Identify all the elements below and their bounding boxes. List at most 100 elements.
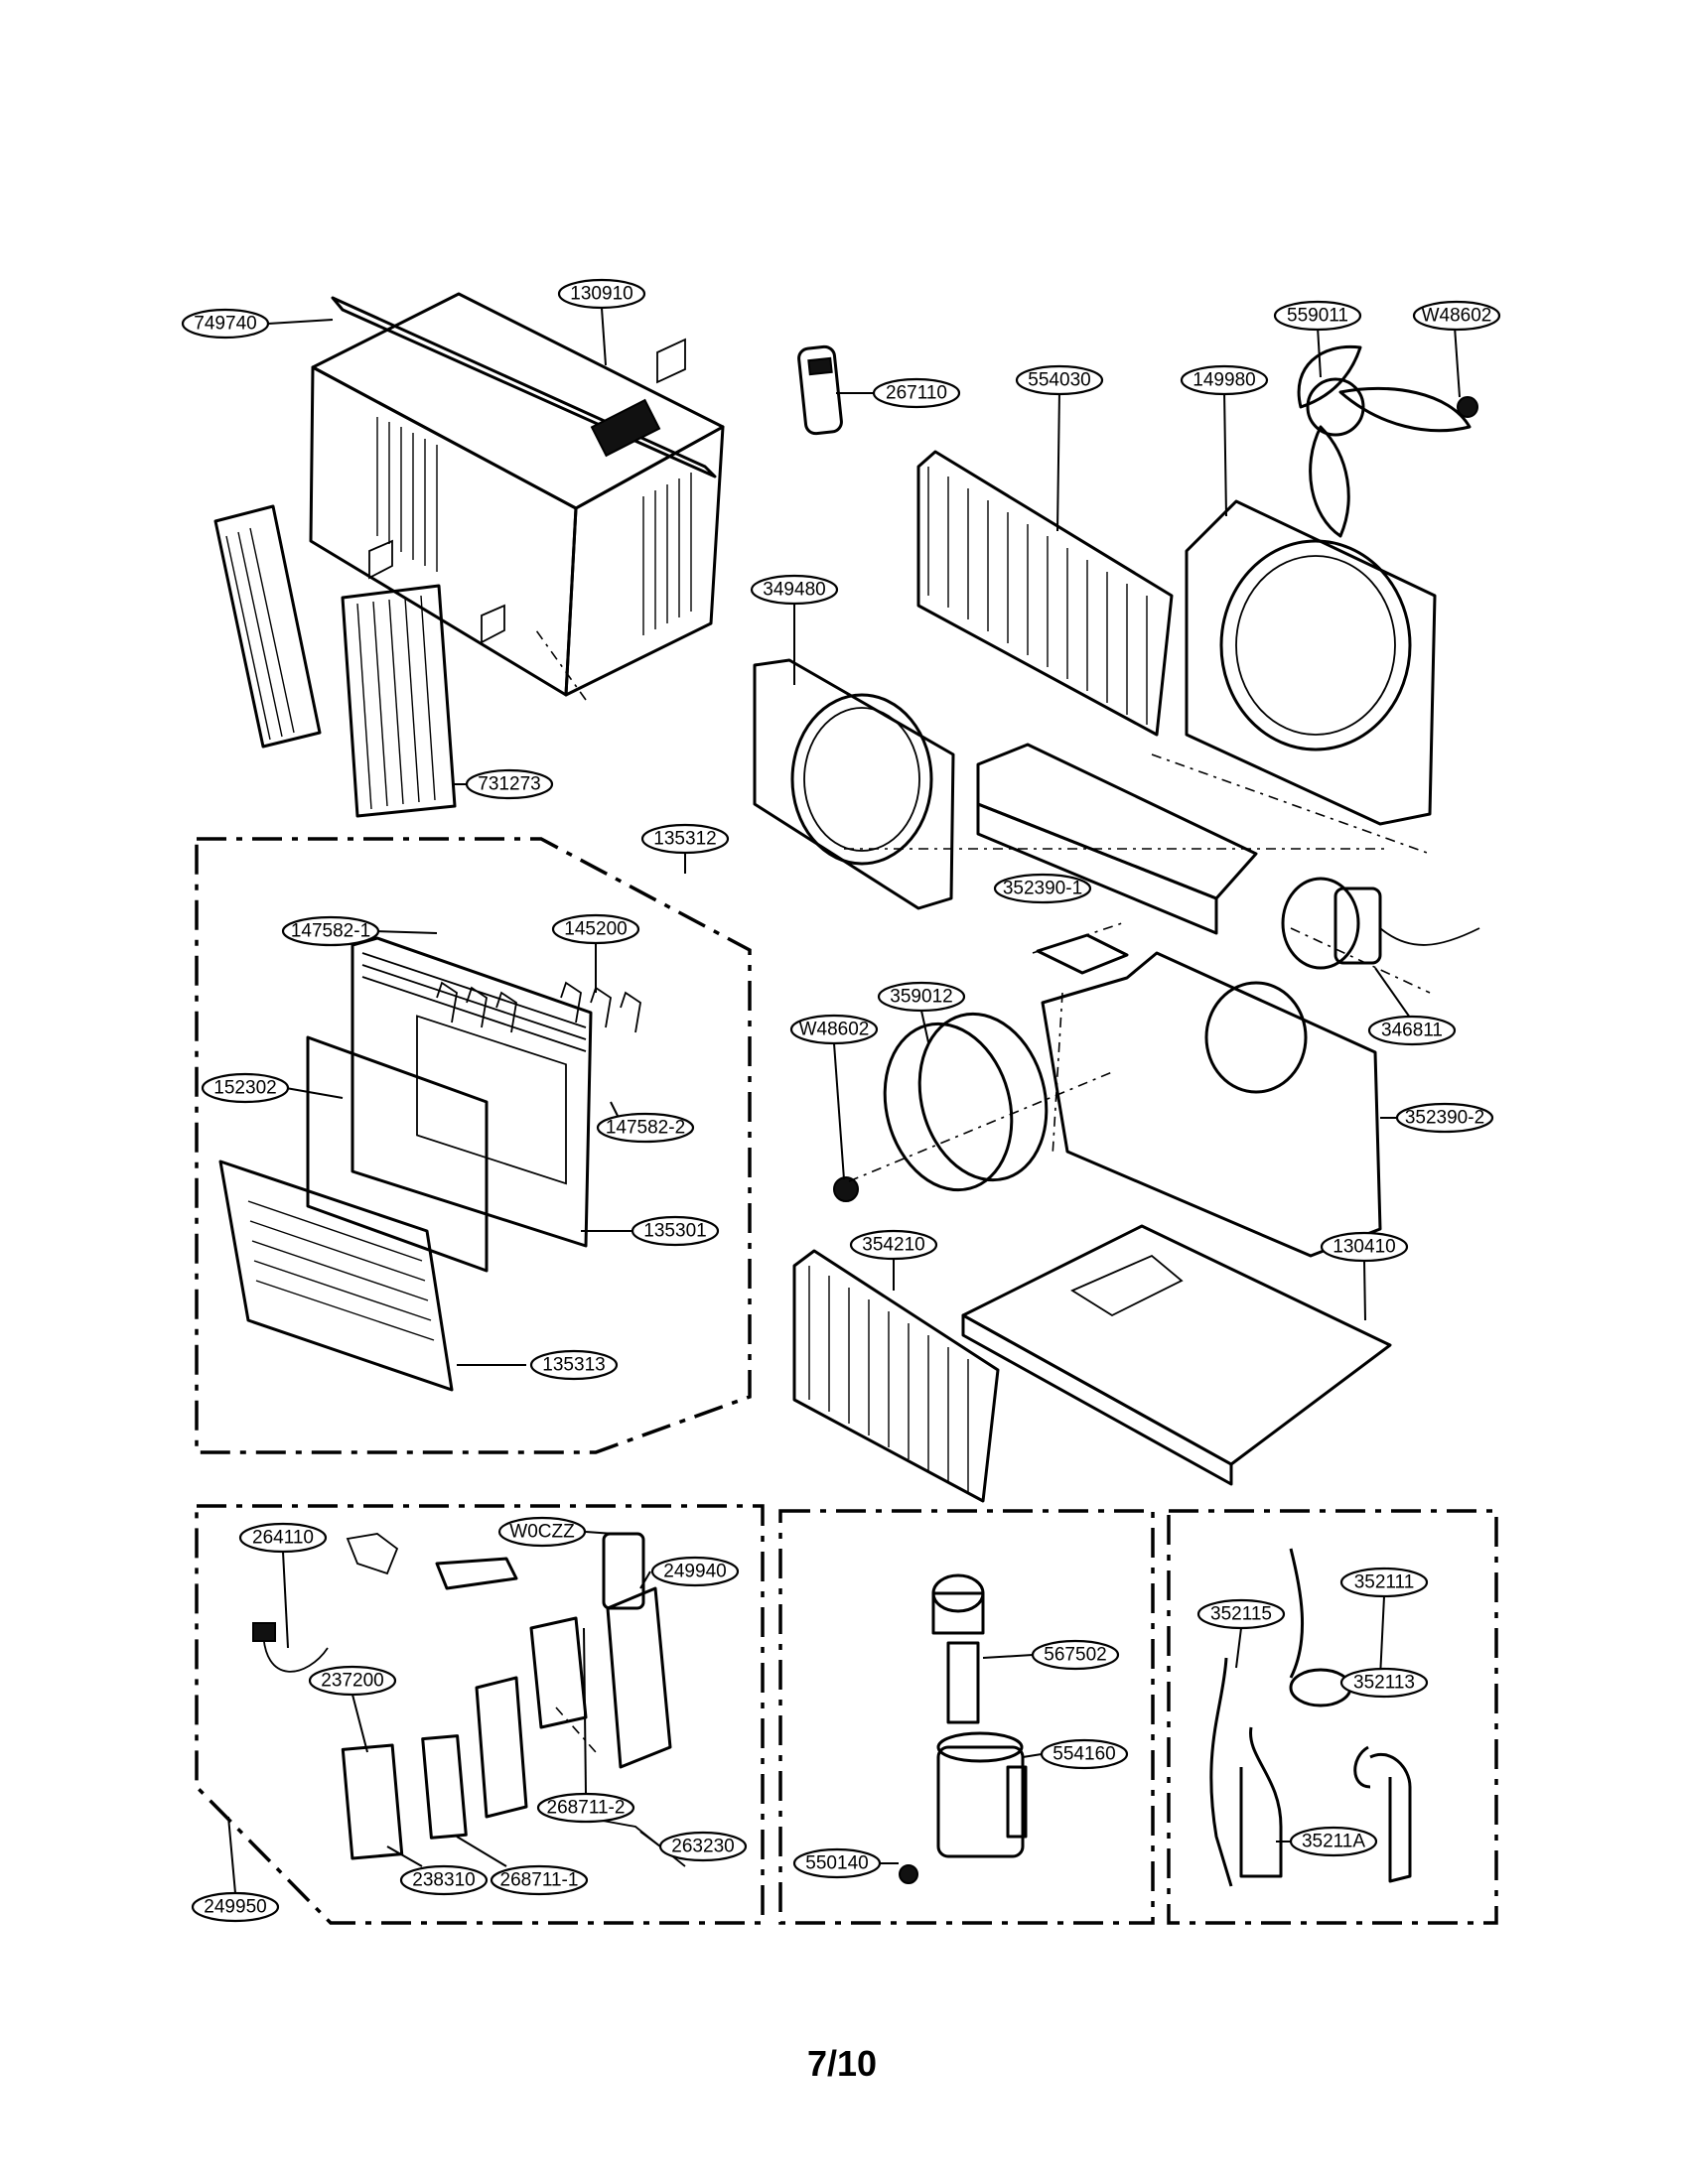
front-grille-parts [218, 936, 641, 1392]
label-264110: 264110 [238, 1522, 328, 1554]
label-559011: 559011 [1273, 300, 1362, 332]
remote-control-part [797, 344, 843, 436]
svg-text:135313: 135313 [542, 1355, 605, 1376]
label-346811: 346811 [1367, 1015, 1457, 1046]
compressor-parts [899, 1573, 1028, 1884]
section-frames [195, 837, 1498, 1925]
label-263230: 263230 [658, 1831, 748, 1862]
part-labels: 749740 130910 267110 559011 W48602 55403… [181, 278, 1501, 1923]
label-35211a: 35211A [1289, 1826, 1378, 1857]
label-238310: 238310 [399, 1864, 489, 1896]
page-number: 7/10 [806, 2043, 878, 2084]
fan-motor-part [1281, 877, 1480, 970]
label-268711-2: 268711-2 [536, 1792, 635, 1824]
label-567502: 567502 [1031, 1639, 1120, 1671]
svg-text:152302: 152302 [213, 1078, 276, 1099]
svg-text:263230: 263230 [671, 1837, 734, 1857]
svg-text:135312: 135312 [653, 829, 716, 850]
svg-text:249940: 249940 [663, 1562, 726, 1582]
frame-compressor-group [778, 1509, 1155, 1925]
svg-text:749740: 749740 [194, 314, 256, 335]
condenser-coil-part [792, 1249, 1000, 1503]
shroud-part [1185, 499, 1437, 826]
svg-text:147582-1: 147582-1 [291, 921, 370, 942]
svg-text:550140: 550140 [805, 1853, 868, 1874]
base-pan-part [961, 1224, 1392, 1486]
svg-text:359012: 359012 [890, 987, 952, 1008]
label-130910: 130910 [557, 278, 646, 310]
svg-text:264110: 264110 [252, 1528, 314, 1549]
air-guide-part [1036, 933, 1382, 1258]
svg-text:559011: 559011 [1287, 306, 1348, 327]
blower-wheel-part [833, 1012, 1049, 1202]
svg-text:554030: 554030 [1028, 370, 1090, 391]
label-352113: 352113 [1339, 1667, 1429, 1699]
label-130410: 130410 [1320, 1231, 1409, 1263]
svg-text:130410: 130410 [1333, 1237, 1395, 1258]
label-249950: 249950 [191, 1891, 280, 1923]
orifice-part [753, 658, 955, 910]
label-352390-1: 352390-1 [993, 873, 1092, 904]
label-145200: 145200 [551, 913, 640, 945]
label-135313: 135313 [529, 1349, 619, 1381]
label-147582-2: 147582-2 [596, 1112, 695, 1144]
svg-text:567502: 567502 [1044, 1645, 1106, 1666]
label-249940: 249940 [650, 1556, 740, 1587]
svg-text:W0CZZ: W0CZZ [509, 1522, 575, 1543]
label-349480: 349480 [750, 574, 839, 606]
svg-text:352111: 352111 [1354, 1572, 1415, 1593]
svg-text:352390-2: 352390-2 [1405, 1108, 1484, 1129]
svg-text:130910: 130910 [570, 284, 632, 305]
label-152302: 152302 [201, 1072, 290, 1104]
label-354210: 354210 [849, 1229, 938, 1261]
svg-text:268711-1: 268711-1 [500, 1870, 579, 1891]
label-554160: 554160 [1040, 1738, 1129, 1770]
svg-text:267110: 267110 [886, 383, 947, 404]
frame-electrical-group [195, 1504, 765, 1925]
svg-text:346811: 346811 [1381, 1021, 1443, 1041]
svg-text:W48602: W48602 [1422, 306, 1492, 327]
label-135301: 135301 [631, 1215, 720, 1247]
svg-text:147582-2: 147582-2 [606, 1118, 685, 1139]
svg-text:354210: 354210 [862, 1235, 924, 1256]
label-147582-1: 147582-1 [281, 915, 380, 947]
label-w48602-top: W48602 [1412, 300, 1501, 332]
label-237200: 237200 [308, 1665, 397, 1697]
label-554030: 554030 [1015, 364, 1104, 396]
cabinet-part [309, 292, 725, 697]
svg-text:238310: 238310 [412, 1870, 475, 1891]
svg-text:352390-1: 352390-1 [1003, 879, 1082, 899]
label-352115: 352115 [1196, 1598, 1286, 1630]
svg-text:352113: 352113 [1353, 1673, 1415, 1694]
label-731273: 731273 [465, 768, 554, 800]
svg-text:249950: 249950 [204, 1897, 266, 1918]
svg-text:35211A: 35211A [1302, 1832, 1365, 1852]
svg-text:554160: 554160 [1052, 1744, 1115, 1765]
svg-text:149980: 149980 [1193, 370, 1255, 391]
frame-tubing-group [1167, 1509, 1498, 1925]
label-359012: 359012 [877, 981, 966, 1013]
svg-text:145200: 145200 [564, 919, 627, 940]
frame-front-grille-group [195, 837, 752, 1454]
svg-text:349480: 349480 [763, 580, 825, 601]
svg-text:268711-2: 268711-2 [547, 1798, 626, 1819]
svg-text:W48602: W48602 [799, 1020, 870, 1040]
label-w0czz: W0CZZ [497, 1516, 587, 1548]
side-curtain-parts [213, 504, 457, 818]
label-550140: 550140 [792, 1847, 882, 1879]
label-135312: 135312 [640, 823, 730, 855]
label-268711-1: 268711-1 [490, 1864, 589, 1896]
svg-text:731273: 731273 [478, 774, 540, 795]
evaporator-coil-part [916, 450, 1174, 737]
label-267110: 267110 [872, 377, 961, 409]
outdoor-fan-blade-part [1297, 344, 1478, 538]
electrical-parts [252, 1532, 686, 1867]
svg-text:352115: 352115 [1210, 1604, 1272, 1625]
svg-text:135301: 135301 [643, 1221, 706, 1242]
drain-pan-part [976, 743, 1258, 935]
label-749740: 749740 [181, 308, 270, 340]
svg-text:237200: 237200 [321, 1671, 383, 1692]
label-352390-2: 352390-2 [1395, 1102, 1494, 1134]
assembly-lines [535, 629, 1431, 1753]
